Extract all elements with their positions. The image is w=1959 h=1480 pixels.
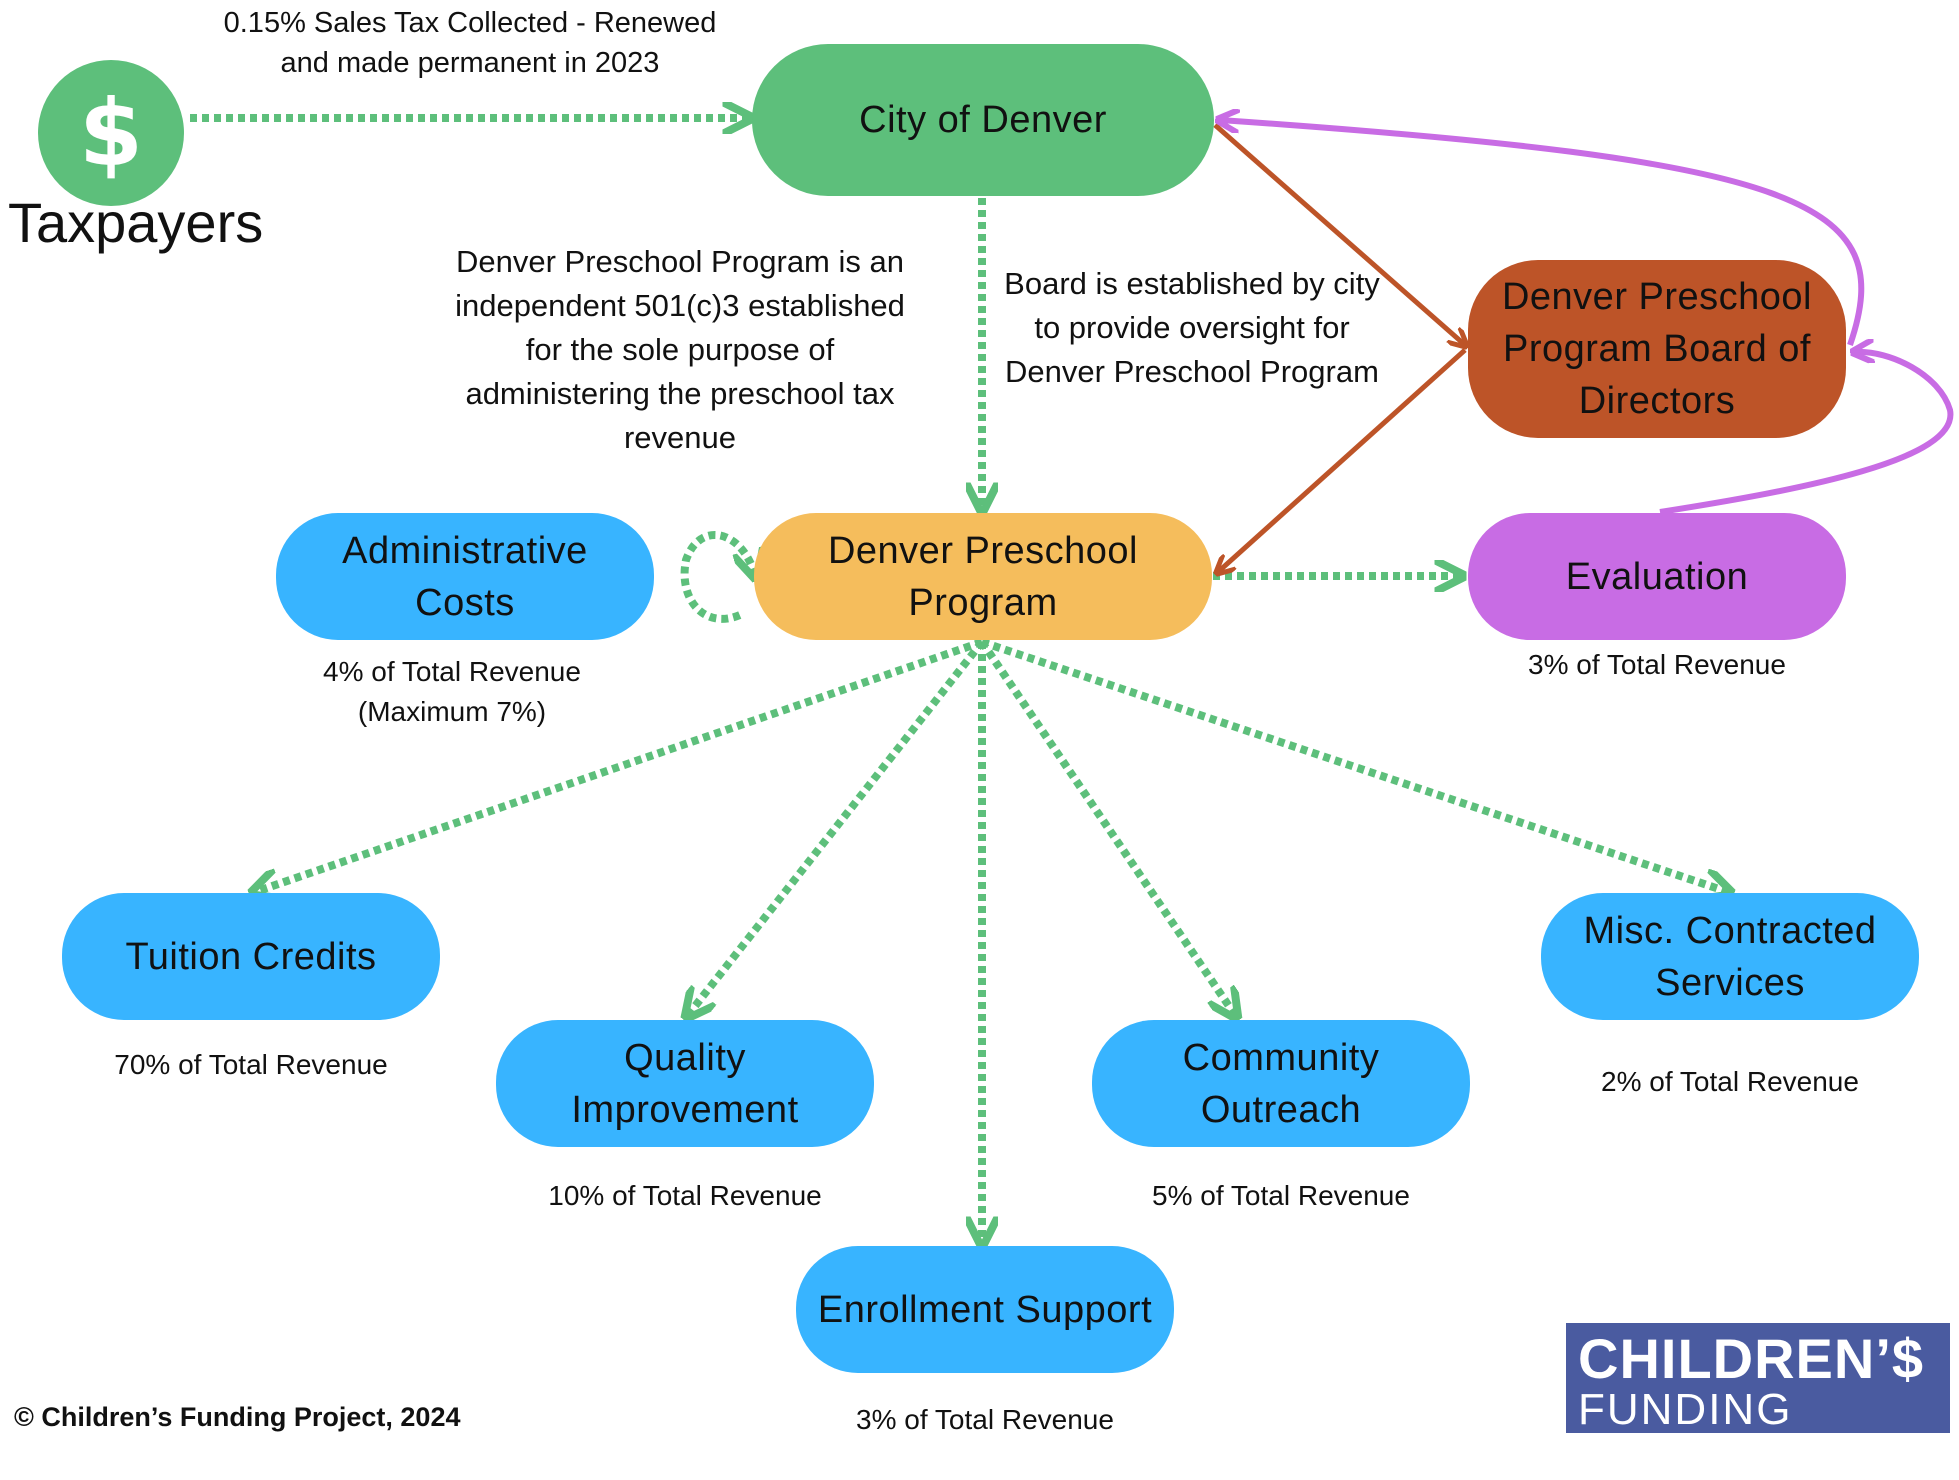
misc-percentage: 2% of Total Revenue: [1601, 1066, 1859, 1097]
quality-improvement-node: Quality Improvement: [496, 1020, 874, 1147]
evaluation-to-board-arrow: [1659, 352, 1954, 515]
admin-costs-node: Administrative Costs: [276, 513, 654, 640]
enrollment-percentage: 3% of Total Revenue: [856, 1404, 1114, 1435]
flow-diagram: [190, 0, 1954, 1433]
taxpayers-label: Taxpayers: [8, 191, 264, 254]
dpp-node: Denver Preschool Program: [754, 513, 1212, 640]
board-to-city-arrow: [1220, 120, 1865, 346]
board-established-note: Board is established by city to provide …: [1004, 266, 1380, 389]
city-of-denver-node: City of Denver: [752, 44, 1214, 196]
board-of-directors-node: Denver Preschool Program Board of Direct…: [1468, 260, 1846, 438]
copyright-text: © Children’s Funding Project, 2024: [14, 1402, 461, 1432]
tax-note: 0.15% Sales Tax Collected - Renewed and …: [223, 7, 717, 79]
misc-services-node: Misc. Contracted Services: [1541, 893, 1919, 1020]
dpp-to-community-arrow: [978, 639, 1235, 1015]
evaluation-percentage: 3% of Total Revenue: [1528, 649, 1786, 680]
dpp-to-tuition-arrow: [255, 638, 984, 892]
quality-percentage: 10% of Total Revenue: [548, 1180, 822, 1211]
community-percentage: 5% of Total Revenue: [1152, 1180, 1410, 1211]
enrollment-support-node: Enrollment Support: [796, 1246, 1174, 1373]
childrens-funding-project-logo: CHILDREN’$ FUNDING PROJECT: [1566, 1323, 1950, 1479]
admin-max-percentage: (Maximum 7%): [357, 696, 547, 727]
dollar-icon: $: [38, 60, 184, 206]
community-outreach-node: Community Outreach: [1092, 1020, 1470, 1147]
evaluation-node: Evaluation: [1468, 513, 1846, 640]
tuition-credits-node: Tuition Credits: [62, 893, 440, 1020]
admin-percentage: 4% of Total Revenue: [323, 656, 581, 687]
city-to-board-arrow: [1213, 123, 1465, 345]
dpp-independent-note: Denver Preschool Program is an independe…: [455, 244, 905, 455]
dpp-to-admin-arrow: [680, 530, 755, 623]
tuition-percentage: 70% of Total Revenue: [114, 1049, 388, 1080]
dpp-to-quality-arrow: [688, 639, 986, 1015]
board-to-dpp-arrow: [1218, 348, 1467, 572]
